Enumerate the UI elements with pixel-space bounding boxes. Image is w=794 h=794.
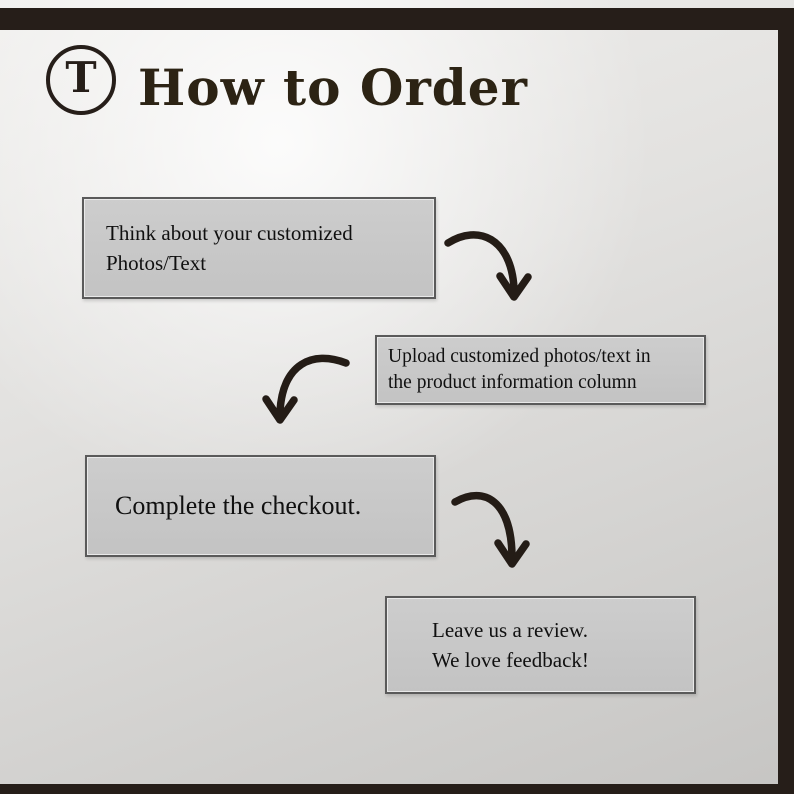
step-3-text: Complete the checkout. [115,491,362,521]
step-box-2: Upload customized photos/text in the pro… [375,335,706,405]
frame-right-bar [778,8,794,794]
step-box-1: Think about your customized Photos/Text [82,197,436,299]
step-1-text: Think about your customized Photos/Text [106,220,353,275]
step-4-text: Leave us a review. We love feedback! [432,617,589,672]
brand-logo-letter: T [65,53,97,102]
step-box-3: Complete the checkout. [85,455,436,557]
brand-logo: T [46,45,116,115]
frame-bottom-bar [0,784,794,794]
page-title: How to Order [138,58,528,117]
step-box-4: Leave us a review. We love feedback! [385,596,696,694]
step-2-text: Upload customized photos/text in the pro… [388,346,651,393]
frame-top-bar [0,8,794,30]
